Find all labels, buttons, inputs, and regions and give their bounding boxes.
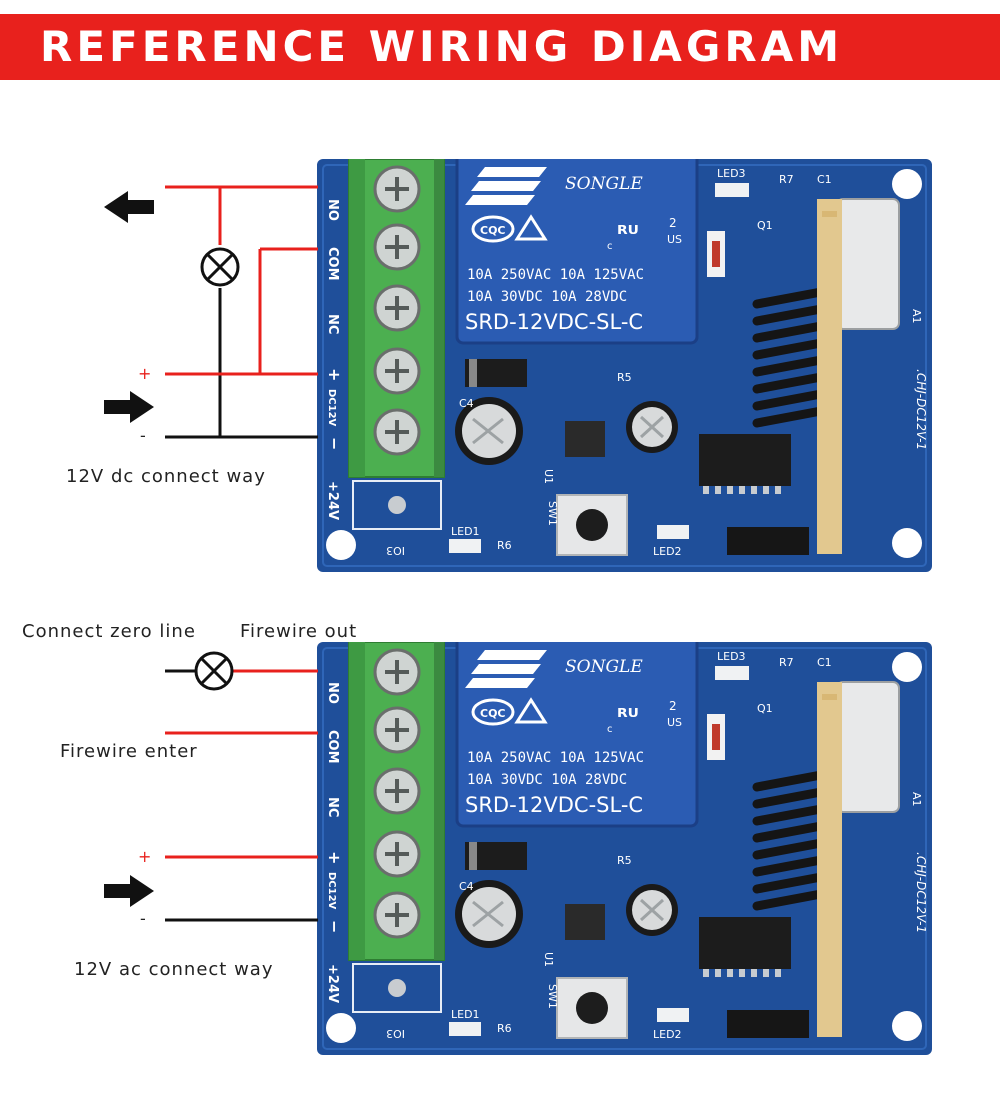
dc-plus-sign: + xyxy=(138,364,152,383)
dc-lamp-icon xyxy=(200,247,240,287)
dc-minus-sign: - xyxy=(140,426,146,445)
title-banner: REFERENCE WIRING DIAGRAM xyxy=(0,14,1000,80)
ac-minus-sign: - xyxy=(140,909,146,928)
ac-lamp-icon xyxy=(194,651,234,691)
ac-plus-sign: + xyxy=(138,847,152,866)
dc-input-arrow-icon xyxy=(104,391,154,423)
zero-line-label: Connect zero line xyxy=(22,621,196,642)
ac-wiring xyxy=(104,651,318,922)
ac-caption: 12V ac connect way xyxy=(74,959,274,980)
firewire-enter-label: Firewire enter xyxy=(60,741,198,762)
ac-input-arrow-icon xyxy=(104,875,154,907)
firewire-out-label: Firewire out xyxy=(240,621,358,642)
page-title: REFERENCE WIRING DIAGRAM xyxy=(40,22,844,71)
dc-caption: 12V dc connect way xyxy=(66,466,266,487)
dc-wiring xyxy=(104,185,318,439)
dc-output-arrow-icon xyxy=(104,191,154,223)
